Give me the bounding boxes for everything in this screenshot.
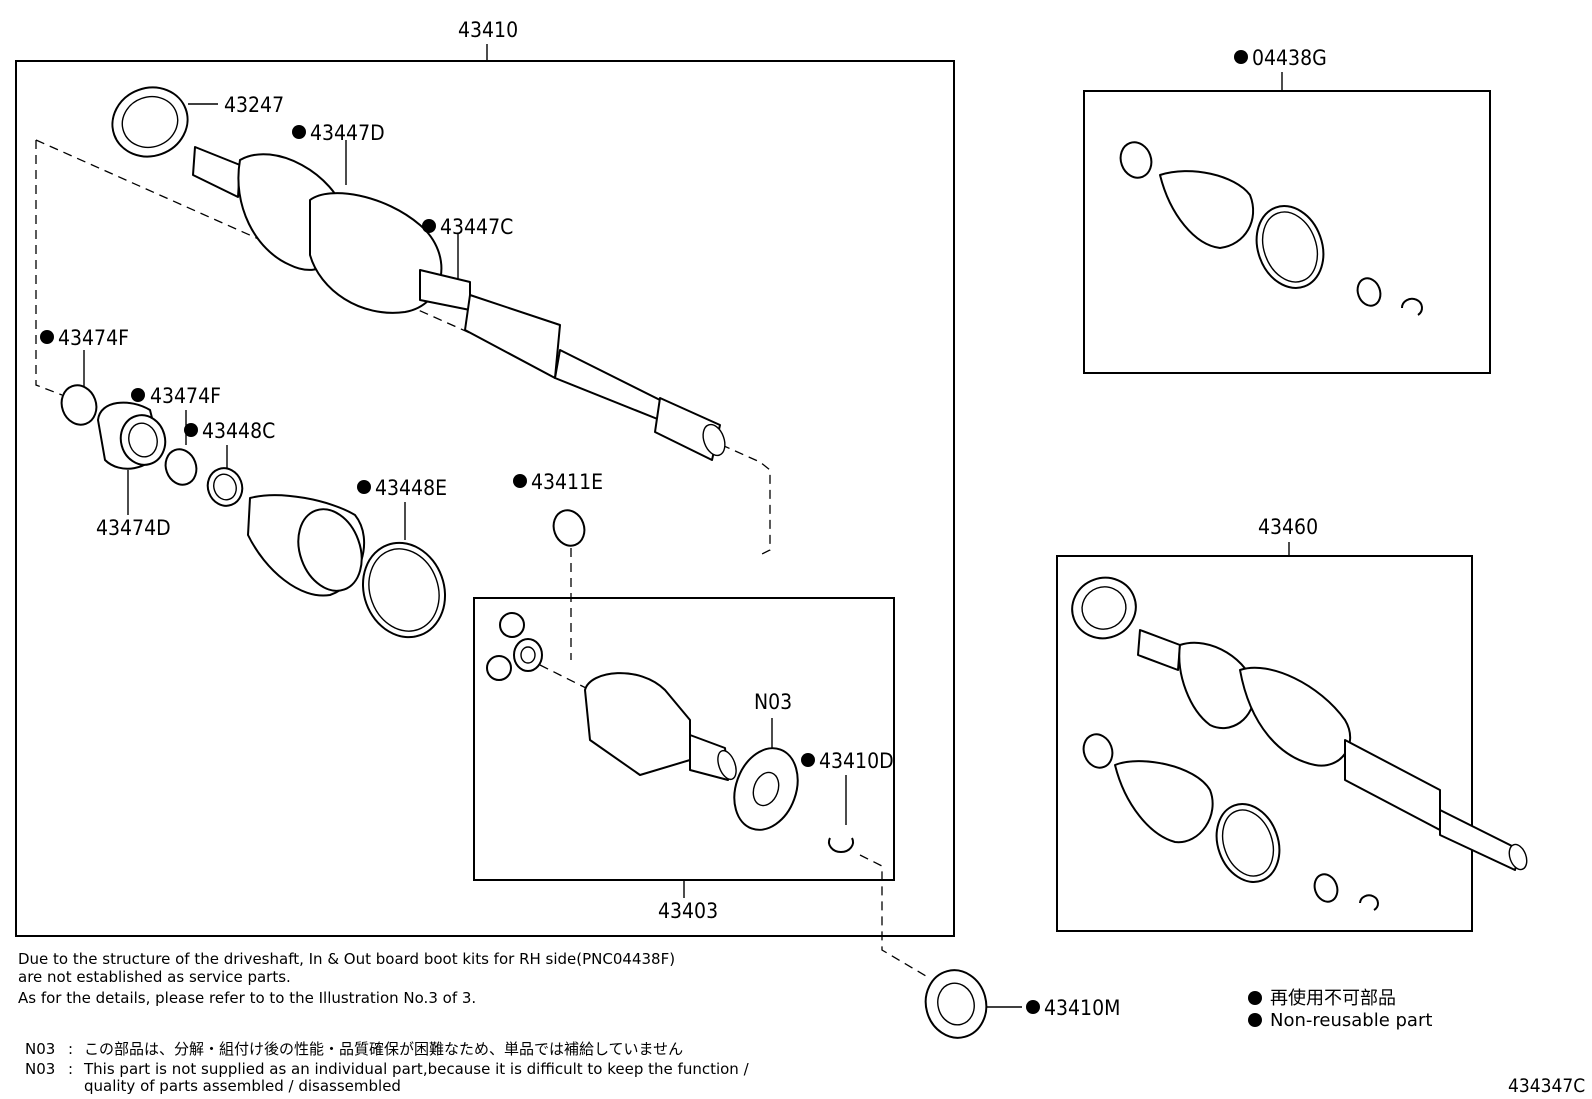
- n03-en-text-1: This part is not supplied as an individu…: [84, 1060, 749, 1078]
- label-43410D[interactable]: 43410D: [819, 749, 894, 773]
- part-43410M-seal[interactable]: [918, 963, 994, 1044]
- inboard-joint-housing[interactable]: [584, 672, 740, 782]
- legend-jp-text: 再使用不可部品: [1270, 988, 1396, 1009]
- part-43411E-snap-ring[interactable]: [549, 506, 590, 550]
- non-reusable-marker: [40, 330, 54, 344]
- non-reusable-marker: [357, 480, 371, 494]
- label-43460[interactable]: 43460: [1258, 515, 1318, 539]
- label-43448E[interactable]: 43448E: [375, 476, 447, 500]
- non-reusable-marker: [1026, 1000, 1040, 1014]
- label-43447C[interactable]: 43447C: [440, 215, 513, 239]
- label-04438G[interactable]: 04438G: [1252, 46, 1327, 70]
- part-43474F-snap-ring-a[interactable]: [56, 380, 102, 429]
- n03-en-sep: :: [68, 1060, 74, 1078]
- non-reusable-marker: [292, 125, 306, 139]
- non-reusable-marker: [422, 219, 436, 233]
- legend-en-text: Non-reusable part: [1270, 1010, 1433, 1031]
- non-reusable-marker: [513, 474, 527, 488]
- label-43448C[interactable]: 43448C: [202, 419, 275, 443]
- legend-en: Non-reusable part: [1248, 1010, 1432, 1031]
- label-43247[interactable]: 43247: [224, 93, 284, 117]
- label-43447D[interactable]: 43447D: [310, 121, 385, 145]
- n03-en-tag: N03: [25, 1060, 56, 1078]
- n03-en-text-2: quality of parts assembled / disassemble…: [84, 1077, 401, 1095]
- label-43474F-b[interactable]: 43474F: [150, 384, 221, 408]
- part-43448E-band[interactable]: [350, 531, 458, 649]
- assembly-box-04438G: [1083, 90, 1491, 374]
- assembly-box-43410: [15, 60, 955, 937]
- part-43247-ring[interactable]: [103, 77, 198, 167]
- non-reusable-marker: [131, 388, 145, 402]
- filled-circle-icon: [1248, 991, 1262, 1005]
- note-line-1: Due to the structure of the driveshaft, …: [18, 950, 676, 968]
- legend-jp: 再使用不可部品: [1248, 984, 1396, 1010]
- non-reusable-marker: [184, 423, 198, 437]
- outboard-joint-shaft[interactable]: [192, 146, 729, 461]
- part-43474D-damper[interactable]: [97, 401, 171, 470]
- label-43474D[interactable]: 43474D: [96, 516, 171, 540]
- part-43410D-clip[interactable]: [828, 837, 854, 853]
- label-N03[interactable]: N03: [754, 690, 792, 714]
- illustration-code: 434347C: [1508, 1075, 1585, 1097]
- label-43474F-a[interactable]: 43474F: [58, 326, 129, 350]
- non-reusable-marker: [801, 753, 815, 767]
- tripod-joint[interactable]: [486, 612, 543, 681]
- label-43403[interactable]: 43403: [658, 899, 718, 923]
- boot-kit-04438G-parts[interactable]: [1116, 138, 1423, 316]
- part-N03-dust-cover[interactable]: [723, 739, 808, 838]
- label-43410M[interactable]: 43410M: [1044, 996, 1120, 1020]
- n03-jp-text: この部品は、分解・組付け後の性能・品質確保が困難なため、単品では補給していません: [84, 1040, 684, 1058]
- part-43474F-snap-ring-b[interactable]: [161, 445, 202, 489]
- note-line-2: are not established as service parts.: [18, 968, 291, 986]
- assembly-box-43460: [1056, 555, 1473, 932]
- part-43448C-clamp[interactable]: [203, 463, 248, 510]
- filled-circle-icon: [1248, 1013, 1262, 1027]
- note-line-3: As for the details, please refer to to t…: [18, 989, 477, 1007]
- inboard-boot[interactable]: [247, 494, 373, 600]
- label-43410[interactable]: 43410: [458, 18, 518, 42]
- n03-jp-sep: :: [68, 1040, 74, 1058]
- non-reusable-marker: [1234, 50, 1248, 64]
- label-43411E[interactable]: 43411E: [531, 470, 603, 494]
- n03-jp-tag: N03: [25, 1040, 56, 1058]
- driveshaft-assembly-43460[interactable]: [1064, 569, 1530, 911]
